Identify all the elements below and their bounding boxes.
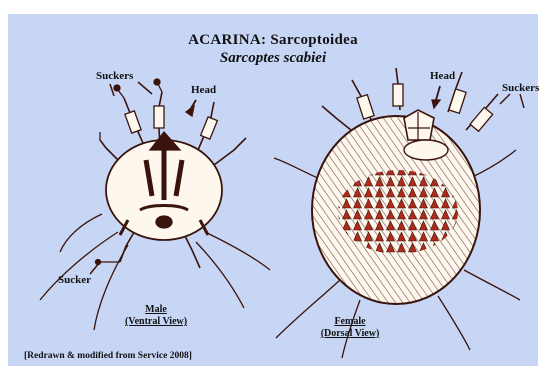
male-mite bbox=[40, 79, 270, 330]
figure-title: ACARINA: Sarcoptoidea bbox=[0, 32, 546, 49]
male-caption-view: (Ventral View) bbox=[116, 316, 196, 328]
female-caption-name: Female bbox=[308, 316, 392, 328]
female-caption-view: (Dorsal View) bbox=[308, 328, 392, 340]
female-mite bbox=[274, 68, 524, 358]
label-suckers-right: Suckers bbox=[502, 82, 539, 94]
source-credit: [Redrawn & modified from Service 2008] bbox=[24, 351, 192, 361]
label-head-left: Head bbox=[191, 84, 216, 96]
label-suckers-left: Suckers bbox=[96, 70, 133, 82]
figure-subtitle: Sarcoptes scabiei bbox=[0, 50, 546, 67]
male-caption: Male (Ventral View) bbox=[116, 304, 196, 328]
label-sucker-left: Sucker bbox=[58, 274, 91, 286]
female-caption: Female (Dorsal View) bbox=[308, 316, 392, 340]
male-caption-name: Male bbox=[116, 304, 196, 316]
label-head-right: Head bbox=[430, 70, 455, 82]
